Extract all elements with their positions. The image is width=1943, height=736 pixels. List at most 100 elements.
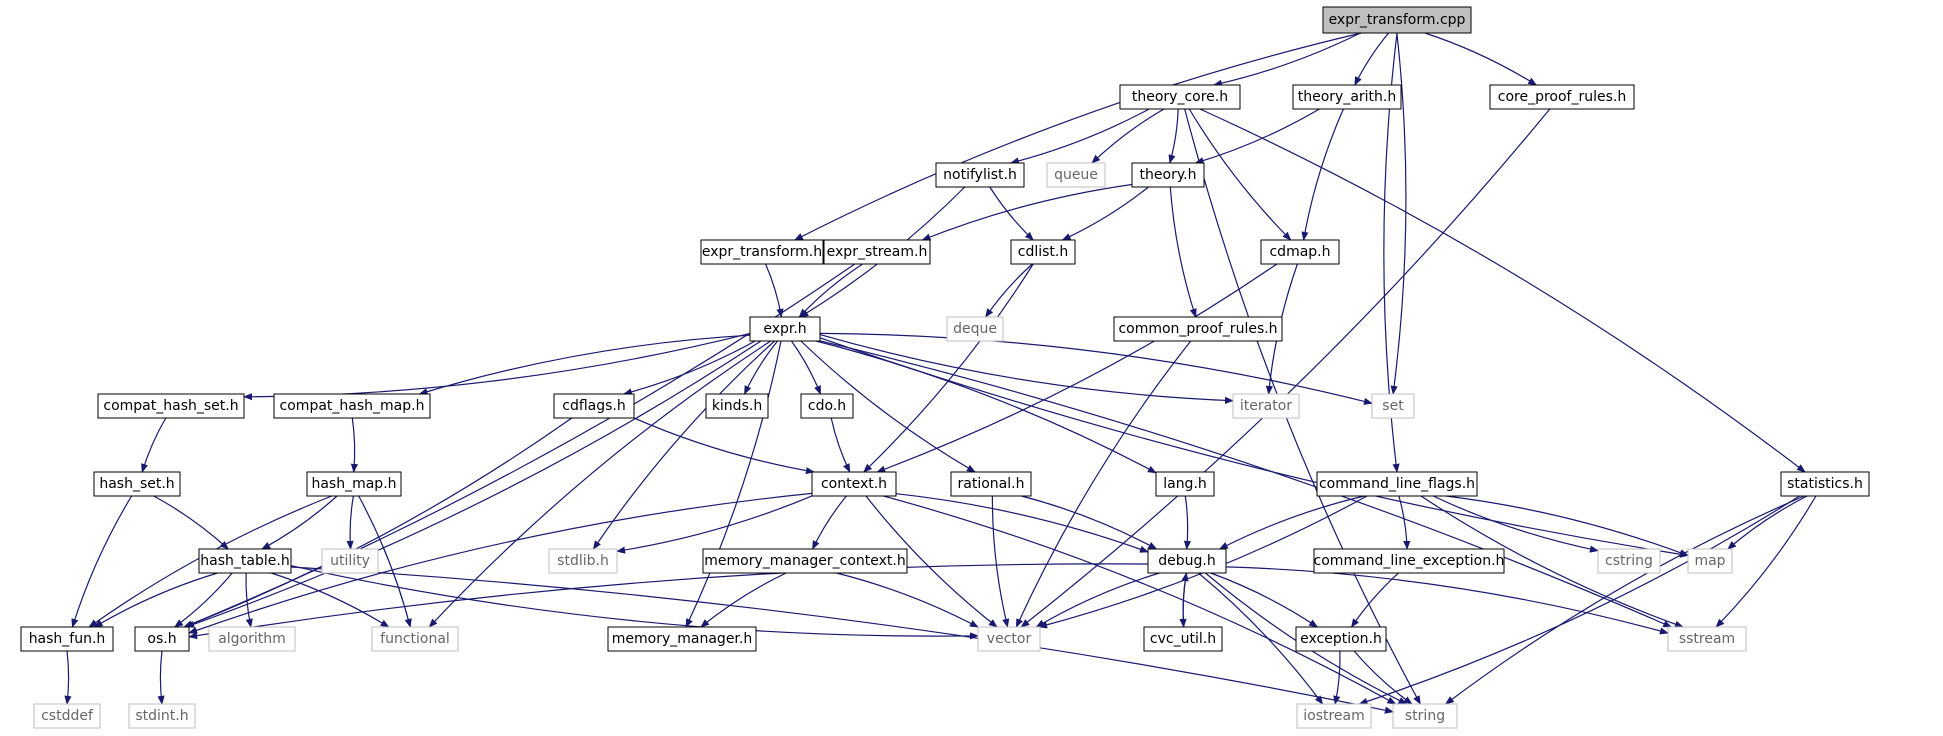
node-box-set: [1371, 393, 1415, 419]
node-expr_stream_h[interactable]: expr_stream.h: [823, 239, 931, 265]
node-box-expr_transform_h: [700, 239, 824, 265]
node-box-cdmap_h: [1260, 239, 1340, 265]
edge-memory_manager_context_h-to-vector: [836, 572, 979, 628]
node-theory_core_h[interactable]: theory_core.h: [1119, 84, 1241, 110]
node-cdflags_h[interactable]: cdflags.h: [553, 393, 635, 419]
node-theory_h[interactable]: theory.h: [1131, 162, 1205, 188]
edge-statistics_h-to-iostream: [1358, 495, 1800, 705]
edge-hash_set_h-to-hash_fun_h: [71, 495, 133, 628]
node-box-core_proof_rules_h: [1489, 84, 1635, 110]
node-label-hash_set_h: hash_set.h: [99, 476, 174, 492]
node-label-memory_manager_context_h: memory_manager_context.h: [704, 553, 906, 569]
node-expr_transform_cpp[interactable]: expr_transform.cpp: [1322, 6, 1472, 34]
node-label-cvc_util_h: cvc_util.h: [1150, 631, 1216, 647]
edge-exception_h-to-iostream: [1333, 650, 1341, 705]
node-box-sstream: [1667, 626, 1747, 652]
node-os_h[interactable]: os.h: [134, 626, 190, 652]
node-common_proof_rules_h[interactable]: common_proof_rules.h: [1113, 316, 1283, 342]
node-expr_h[interactable]: expr.h: [749, 316, 821, 342]
node-cstddef: cstddef: [33, 703, 101, 729]
node-cdmap_h[interactable]: cdmap.h: [1260, 239, 1340, 265]
node-notifylist_h[interactable]: notifylist.h: [935, 162, 1025, 188]
node-deque: deque: [946, 316, 1004, 342]
node-command_line_exception_h[interactable]: command_line_exception.h: [1313, 548, 1505, 574]
node-command_line_flags_h[interactable]: command_line_flags.h: [1316, 471, 1478, 497]
node-box-theory_core_h: [1119, 84, 1241, 110]
node-exception_h[interactable]: exception.h: [1295, 626, 1387, 652]
node-core_proof_rules_h[interactable]: core_proof_rules.h: [1489, 84, 1635, 110]
node-context_h[interactable]: context.h: [811, 471, 897, 497]
node-memory_manager_context_h[interactable]: memory_manager_context.h: [702, 548, 908, 574]
node-box-vector: [977, 626, 1041, 652]
node-box-theory_arith_h: [1292, 84, 1402, 110]
node-cdo_h[interactable]: cdo.h: [800, 393, 854, 419]
node-hash_fun_h[interactable]: hash_fun.h: [20, 626, 114, 652]
node-box-cstring: [1597, 548, 1661, 574]
edge-expr_h-to-stdlib_h: [592, 340, 776, 550]
node-cdlist_h[interactable]: cdlist.h: [1010, 239, 1076, 265]
node-label-cdflags_h: cdflags.h: [562, 398, 626, 414]
nodes-layer: expr_transform.cpp theory_core.h theory_ar…: [20, 6, 1870, 729]
node-box-common_proof_rules_h: [1113, 316, 1283, 342]
node-algorithm: algorithm: [208, 626, 296, 652]
node-iostream: iostream: [1296, 703, 1372, 729]
node-box-cstddef: [33, 703, 101, 729]
edge-context_h-to-stdlib_h: [616, 495, 813, 554]
node-hash_table_h[interactable]: hash_table.h: [198, 548, 292, 574]
edge-cdflags_h-to-context_h: [633, 417, 815, 475]
node-label-cstring: cstring: [1605, 553, 1653, 569]
node-statistics_h[interactable]: statistics.h: [1780, 471, 1870, 497]
node-box-compat_hash_map_h: [273, 393, 431, 419]
node-box-exception_h: [1295, 626, 1387, 652]
node-box-kinds_h: [705, 393, 769, 419]
edge-expr_h-to-memory_manager_h: [685, 340, 782, 628]
node-box-command_line_exception_h: [1313, 548, 1505, 574]
node-box-hash_fun_h: [20, 626, 114, 652]
edge-expr_h-to-compat_hash_map_h: [418, 334, 751, 396]
node-label-theory_arith_h: theory_arith.h: [1298, 89, 1397, 105]
node-queue: queue: [1046, 162, 1106, 188]
node-memory_manager_h[interactable]: memory_manager.h: [607, 626, 757, 652]
node-vector: vector: [977, 626, 1041, 652]
node-expr_transform_h[interactable]: expr_transform.h: [700, 239, 824, 265]
edge-theory_h-to-expr_stream_h: [921, 183, 1133, 241]
node-label-context_h: context.h: [821, 476, 887, 492]
node-box-rational_h: [950, 471, 1032, 497]
node-label-algorithm: algorithm: [218, 631, 286, 647]
node-string: string: [1392, 703, 1458, 729]
edge-notifylist_h-to-cdlist_h: [989, 186, 1034, 241]
edge-expr_transform_h-to-expr_h: [765, 263, 784, 318]
edge-theory_core_h-to-queue: [1091, 108, 1165, 164]
edge-expr_h-to-set: [819, 332, 1373, 405]
edge-rational_h-to-vector: [991, 495, 1010, 628]
node-rational_h[interactable]: rational.h: [950, 471, 1032, 497]
edge-context_h-to-vector: [865, 495, 998, 628]
node-label-vector: vector: [987, 631, 1032, 647]
node-label-set: set: [1382, 398, 1404, 414]
node-hash_set_h[interactable]: hash_set.h: [93, 471, 181, 497]
node-label-command_line_flags_h: command_line_flags.h: [1319, 476, 1475, 492]
node-hash_map_h[interactable]: hash_map.h: [306, 471, 402, 497]
node-compat_hash_map_h[interactable]: compat_hash_map.h: [273, 393, 431, 419]
edge-compat_hash_map_h-to-hash_map_h: [350, 417, 359, 473]
node-compat_hash_set_h[interactable]: compat_hash_set.h: [97, 393, 245, 419]
node-kinds_h[interactable]: kinds.h: [705, 393, 769, 419]
edge-hash_table_h-to-hash_fun_h: [93, 572, 218, 628]
node-box-os_h: [134, 626, 190, 652]
node-lang_h[interactable]: lang.h: [1155, 471, 1215, 497]
node-theory_arith_h[interactable]: theory_arith.h: [1292, 84, 1402, 110]
node-cvc_util_h[interactable]: cvc_util.h: [1143, 626, 1223, 652]
node-debug_h[interactable]: debug.h: [1147, 548, 1227, 574]
node-label-cstddef: cstddef: [41, 708, 94, 724]
node-iterator: iterator: [1232, 393, 1300, 419]
edge-cdflags_h-to-os_h: [183, 417, 573, 628]
node-box-theory_h: [1131, 162, 1205, 188]
node-label-iterator: iterator: [1240, 398, 1292, 414]
node-box-cdlist_h: [1010, 239, 1076, 265]
node-sstream: sstream: [1667, 626, 1747, 652]
edge-debug_h-to-iostream: [1198, 572, 1324, 705]
edge-expr_h-to-cdflags_h: [622, 340, 756, 396]
node-label-sstream: sstream: [1679, 631, 1735, 647]
edge-expr_h-to-kinds_h: [743, 340, 778, 395]
edge-expr_h-to-cdo_h: [791, 340, 822, 395]
